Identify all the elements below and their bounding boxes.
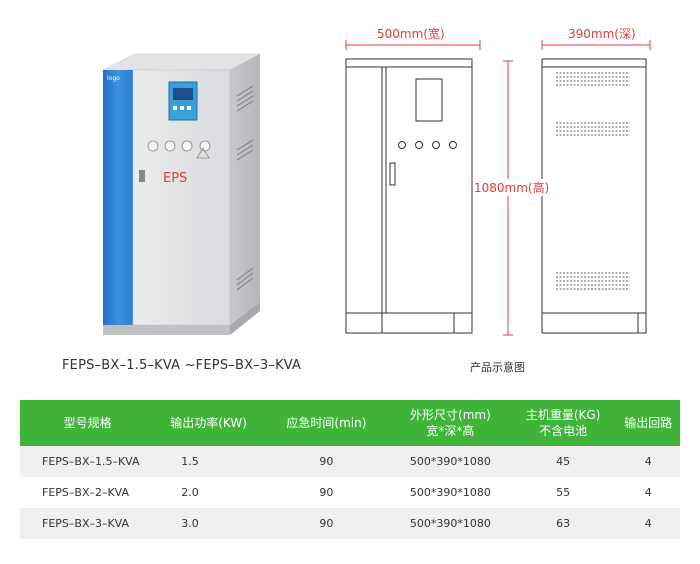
- header-response-time: 应急时间(min): [261, 400, 391, 446]
- cell-circuits: 4: [616, 446, 680, 477]
- header-size-line2: 宽*深*高: [426, 424, 475, 438]
- svg-text:logo: logo: [107, 75, 120, 82]
- cell-power: 1.5: [155, 446, 262, 477]
- cell-size: 500*390*1080: [390, 446, 510, 477]
- cell-weight: 63: [509, 508, 617, 539]
- spec-table: 型号规格 输出功率(KW) 应急时间(min) 外形尺寸(mm) 宽*深*高 主…: [20, 400, 680, 539]
- height-dimension-label: 1080mm(高): [474, 179, 550, 196]
- header-size-line1: 外形尺寸(mm): [410, 408, 491, 422]
- cell-circuits: 4: [616, 508, 680, 539]
- cell-power: 3.0: [155, 508, 262, 539]
- cell-time: 90: [261, 446, 391, 477]
- header-weight-line2: 不含电池: [539, 424, 588, 438]
- header-model: 型号规格: [20, 400, 156, 446]
- table-header-row: 型号规格 输出功率(KW) 应急时间(min) 外形尺寸(mm) 宽*深*高 主…: [20, 400, 680, 446]
- cell-model: FEPS–BX–1.5–KVA: [20, 446, 156, 477]
- header-size: 外形尺寸(mm) 宽*深*高: [390, 400, 510, 446]
- table-row: FEPS–BX–3–KVA 3.0 90 500*390*1080 63 4: [20, 508, 680, 539]
- cell-model: FEPS–BX–3–KVA: [20, 508, 156, 539]
- header-power: 输出功率(KW): [155, 400, 262, 446]
- dimension-diagram: 500mm(宽) 390mm(深) 1080mm(高): [330, 15, 695, 350]
- cell-power: 2.0: [155, 477, 262, 508]
- cell-model: FEPS–BX–2–KVA: [20, 477, 156, 508]
- cell-size: 500*390*1080: [390, 477, 510, 508]
- diagram-caption: 产品示意图: [470, 361, 525, 374]
- cell-time: 90: [261, 477, 391, 508]
- cell-size: 500*390*1080: [390, 508, 510, 539]
- cell-weight: 55: [509, 477, 617, 508]
- eps-label: EPS: [163, 171, 187, 186]
- table-row: FEPS–BX–2–KVA 2.0 90 500*390*1080 55 4: [20, 477, 680, 508]
- table-row: FEPS–BX–1.5–KVA 1.5 90 500*390*1080 45 4: [20, 446, 680, 477]
- depth-dimension-label: 390mm(深): [568, 27, 636, 41]
- header-weight: 主机重量(KG) 不含电池: [509, 400, 617, 446]
- product-cabinet-image: logo EPS: [102, 53, 261, 335]
- cell-weight: 45: [509, 446, 617, 477]
- cell-time: 90: [261, 508, 391, 539]
- header-circuits: 输出回路: [616, 400, 680, 446]
- width-dimension-label: 500mm(宽): [377, 27, 445, 41]
- model-range-caption: FEPS–BX–1.5–KVA ~FEPS–BX–3–KVA: [62, 358, 302, 373]
- cell-circuits: 4: [616, 477, 680, 508]
- header-weight-line1: 主机重量(KG): [525, 408, 601, 422]
